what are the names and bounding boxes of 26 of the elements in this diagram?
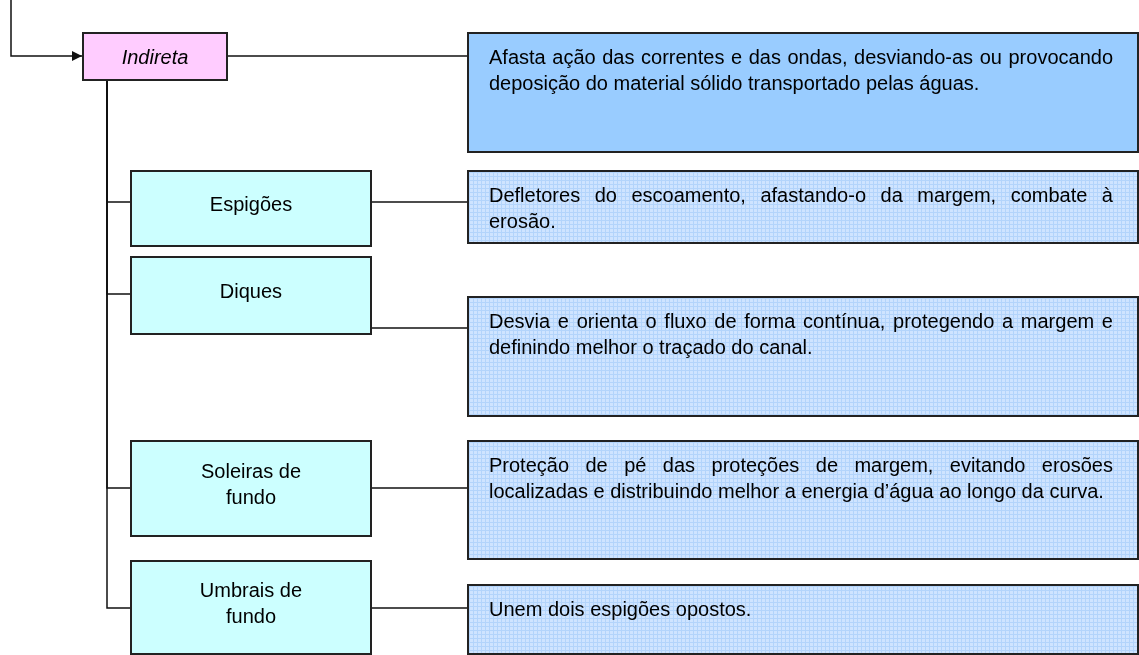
description-box (467, 170, 1139, 244)
description-text: Proteção de pé das proteções de margem, evitando erosões localizadas e distribuindo melhor a energia d’água ao longo da curva. (489, 453, 1113, 504)
connector-line (371, 607, 468, 609)
description-text: Desvia e orienta o fluxo de forma contínua, protegendo a margem e definindo melhor o traçado do canal. (489, 309, 1113, 360)
structure-box (130, 560, 372, 655)
description-text: Unem dois espigões opostos. (489, 597, 753, 622)
description-box (467, 584, 1139, 655)
structure-box (130, 256, 372, 335)
node-label: Umbrais de fundo (198, 577, 304, 629)
node-label: Soleiras de fundo (199, 458, 303, 510)
description-text: Afasta ação das correntes e das ondas, desviando-as ou provocando deposição do material sólido transportado pelas águas. (489, 45, 1113, 96)
structure-box (130, 170, 372, 247)
connector-line (227, 55, 468, 57)
description-text: Defletores do escoamento, afastando-o da margem, combate à erosão. (489, 183, 1113, 234)
node-label: Espigões (208, 191, 294, 217)
structure-box (130, 440, 372, 537)
description-box (467, 32, 1139, 153)
description-box (467, 296, 1139, 417)
node-label: Indireta (121, 44, 189, 70)
connector-line (371, 201, 468, 203)
description-box (467, 440, 1139, 560)
arrow (10, 0, 83, 61)
category-box (82, 32, 228, 81)
connector-line (371, 487, 468, 489)
connector-line (371, 327, 468, 329)
node-label: Diques (218, 278, 284, 304)
